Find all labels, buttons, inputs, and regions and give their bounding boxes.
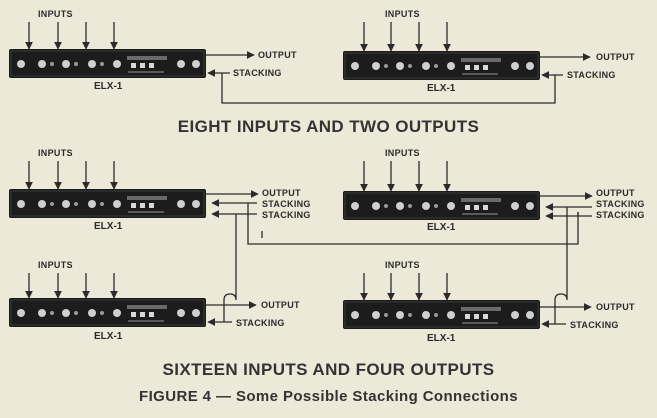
output-label: OUTPUT [596, 302, 635, 312]
output-label: OUTPUT [596, 52, 635, 62]
unit-d: INPUTS ELX-1 OUTPUT STACKING STACKING [343, 148, 645, 233]
inputs-label: INPUTS [385, 9, 420, 19]
unit-f: INPUTS ELX-1 OUTPUT STACKING [343, 260, 635, 344]
elx1-device [9, 298, 206, 327]
elx1-device [343, 191, 540, 220]
device-label: ELX-1 [427, 83, 456, 94]
inputs-label: INPUTS [38, 260, 73, 270]
device-label: ELX-1 [427, 333, 456, 344]
inputs-label: INPUTS [38, 9, 73, 19]
inputs-label: INPUTS [385, 260, 420, 270]
section-heading-2: SIXTEEN INPUTS AND FOUR OUTPUTS [162, 360, 495, 379]
inputs-label: INPUTS [38, 148, 73, 158]
elx1-device [343, 300, 540, 329]
stacking-label: STACKING [262, 199, 311, 209]
unit-b: INPUTS ELX-1 OUTPUT STACKING [343, 9, 635, 94]
stacking-label: STACKING [596, 210, 645, 220]
output-label: OUTPUT [596, 188, 635, 198]
stacking-label: STACKING [570, 320, 619, 330]
elx1-device [9, 189, 206, 218]
stacking-wiring [211, 199, 592, 324]
unit-a: INPUTS ELX-1 OUTPUT STACKING [9, 9, 297, 92]
unit-c: INPUTS ELX-1 OUTPUT STACKING STACKING [9, 148, 311, 232]
elx1-device [9, 49, 206, 78]
section-heading-1: EIGHT INPUTS AND TWO OUTPUTS [177, 117, 480, 136]
output-label: OUTPUT [258, 50, 297, 60]
elx1-device [343, 51, 540, 80]
unit-e: INPUTS ELX-1 OUTPUT STACKING [9, 260, 300, 342]
stacking-label: STACKING [233, 68, 282, 78]
stacking-label: STACKING [567, 70, 616, 80]
figure-caption: FIGURE 4 — Some Possible Stacking Connec… [139, 388, 518, 405]
device-label: ELX-1 [94, 331, 123, 342]
device-label: ELX-1 [427, 222, 456, 233]
output-label: OUTPUT [262, 188, 301, 198]
output-label: OUTPUT [261, 300, 300, 310]
inputs-label: INPUTS [385, 148, 420, 158]
stacking-label: STACKING [262, 210, 311, 220]
stacking-connection [221, 73, 556, 104]
device-label: ELX-1 [94, 81, 123, 92]
device-label: ELX-1 [94, 221, 123, 232]
stacking-label: STACKING [236, 318, 285, 328]
stacking-label: STACKING [596, 199, 645, 209]
